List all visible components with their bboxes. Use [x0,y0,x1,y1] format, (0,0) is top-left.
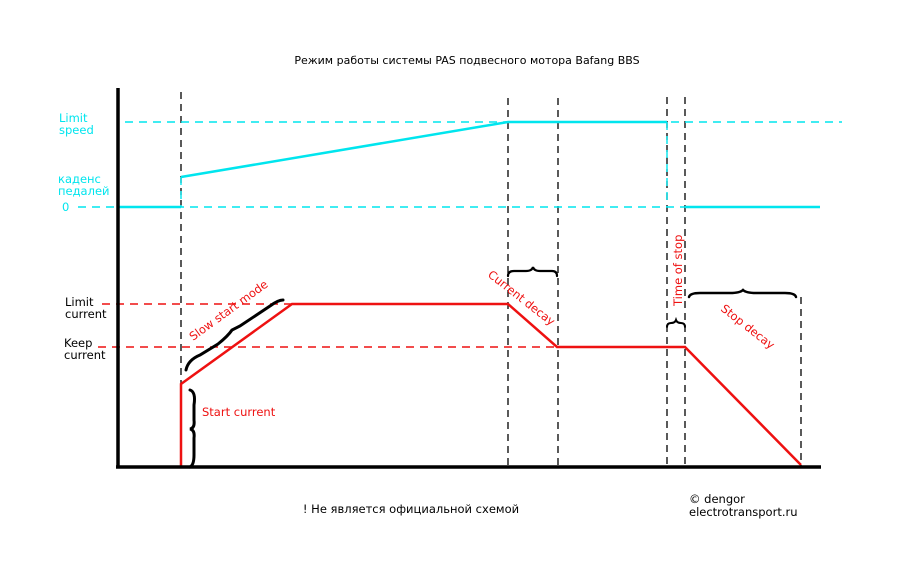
disclaimer: ! Не является официальной схемой [303,502,519,516]
site-name: electrotransport.ru [689,505,798,519]
cadence-label-1: каденс [58,172,101,186]
keep-current-label-1: Keep [64,336,92,350]
time-of-stop-brace [666,316,686,328]
stop-decay-label: Stop decay [718,301,777,352]
copyright: © dengor [689,492,745,506]
limit-current-label-2: current [65,307,107,321]
cadence-label-2: педалей [58,184,110,198]
zero-label: 0 [62,200,69,214]
limit-speed-label-1: Limit [59,111,88,125]
cadence-curve [180,120,667,179]
slow-start-brace [184,298,285,372]
diagram-title: Режим работы системы PAS подвесного мото… [294,54,639,67]
limit-speed-label-2: speed [59,123,94,137]
start-current-label: Start current [202,405,276,419]
time-of-stop-label: Time of stop [671,235,685,307]
current-decay-label: Current decay [485,267,558,328]
current-curve [179,302,802,467]
limit-current-label-1: Limit [65,295,94,309]
keep-current-label-2: current [64,348,106,362]
start-current-brace [188,388,196,469]
current-decay-brace [506,266,559,278]
stop-decay-brace [687,288,798,299]
